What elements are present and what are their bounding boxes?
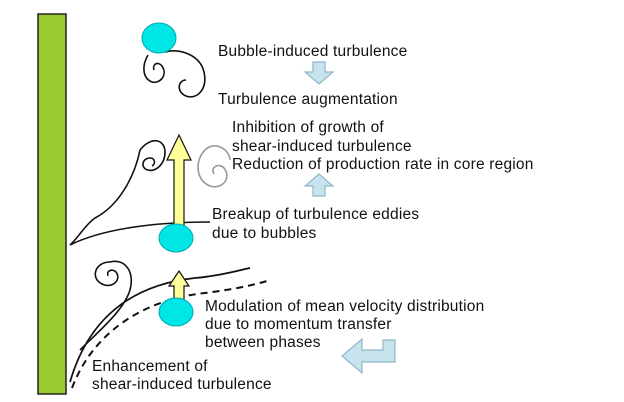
block-arrow-down-icon bbox=[303, 61, 335, 85]
eddy-swirl-icon-lower bbox=[79, 260, 132, 351]
label-modulation-line3: between phases bbox=[205, 334, 321, 351]
wall bbox=[37, 13, 67, 395]
label-inhibition-line1: Inhibition of growth of bbox=[232, 119, 384, 136]
label-enhancement-line1: Enhancement of bbox=[92, 358, 208, 375]
eddy-swirl-icon-gray bbox=[197, 145, 231, 188]
label-inhibition-line2: shear-induced turbulence bbox=[232, 138, 412, 155]
block-arrow-bent-icon bbox=[341, 337, 396, 375]
label-enhancement-line2: shear-induced turbulence bbox=[92, 376, 272, 393]
label-turbulence-augmentation: Turbulence augmentation bbox=[218, 91, 398, 108]
rising-arrow-icon-lower bbox=[167, 269, 191, 301]
rising-arrow-icon-upper bbox=[166, 133, 192, 229]
core-boundary-line bbox=[69, 221, 211, 246]
eddy-swirl-icon-middle bbox=[69, 140, 166, 246]
block-arrow-up-icon bbox=[303, 173, 335, 197]
label-bubble-induced-turbulence: Bubble-induced turbulence bbox=[218, 43, 408, 60]
bubble-icon-top bbox=[141, 22, 177, 54]
label-breakup-line1: Breakup of turbulence eddies bbox=[212, 206, 420, 223]
label-modulation-line2: due to momentum transfer bbox=[205, 316, 392, 333]
bubble-icon-lower bbox=[158, 297, 194, 327]
eddy-swirl-icon bbox=[143, 50, 206, 98]
label-reduction-core: Reduction of production rate in core reg… bbox=[232, 156, 534, 173]
label-modulation-line1: Modulation of mean velocity distribution bbox=[205, 298, 485, 315]
velocity-profile-dashed bbox=[71, 279, 271, 389]
bubble-icon-middle bbox=[158, 223, 194, 253]
label-breakup-line2: due to bubbles bbox=[212, 225, 317, 242]
